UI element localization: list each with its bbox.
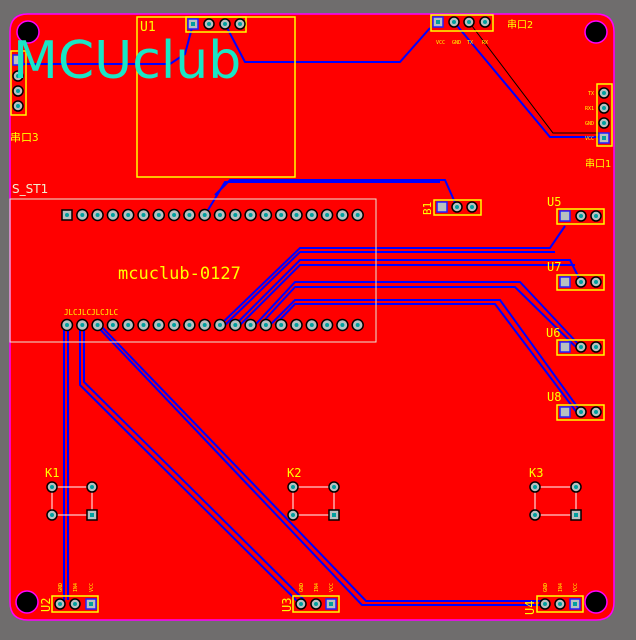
- pin-drill: [95, 213, 100, 217]
- pin-drill: [325, 213, 330, 217]
- u3-pin-label: VCC: [329, 583, 335, 592]
- uart2-pin-label: RX: [482, 40, 488, 46]
- pin-drill: [218, 213, 222, 217]
- u4-pin-label: VCC: [573, 583, 579, 592]
- key-k1[interactable]: K1: [45, 466, 98, 521]
- pin-drill: [126, 213, 131, 217]
- header-uart3[interactable]: 串口3: [10, 50, 39, 144]
- component-u8[interactable]: U8: [547, 390, 605, 421]
- u2-pin-label: VCC: [89, 583, 95, 592]
- pin-drill: [340, 323, 345, 327]
- uart1-pin-label: VCC: [585, 136, 594, 142]
- pin-drill: [355, 213, 360, 217]
- pin-drill: [141, 323, 146, 327]
- pin-drill: [233, 323, 238, 327]
- pin-rows: [60, 208, 364, 332]
- pin-drill: [279, 323, 284, 327]
- uart3-label: 串口3: [10, 131, 39, 144]
- component-u7[interactable]: U7: [547, 260, 605, 291]
- component-b1[interactable]: B1: [421, 199, 482, 216]
- pin-drill: [80, 323, 85, 327]
- pin-drill: [65, 213, 69, 217]
- pin-drill: [141, 213, 146, 217]
- pin-drill: [202, 213, 207, 217]
- mcuclub-logo: MCUclub: [13, 31, 241, 91]
- u7-label: U7: [547, 260, 561, 274]
- b1-label: B1: [421, 202, 434, 215]
- pin-drill: [263, 213, 268, 217]
- pin-drill: [263, 323, 268, 327]
- key-k3[interactable]: K3: [529, 466, 582, 521]
- u3-pin-label: GND: [299, 583, 305, 592]
- board-outline: [9, 13, 615, 621]
- pin-drill: [187, 323, 192, 327]
- pin-drill: [248, 213, 253, 217]
- uart2-pin-label: GND: [452, 40, 461, 46]
- uart1-pin-label: TX: [588, 91, 594, 97]
- u6-label: U6: [546, 326, 560, 340]
- board-id-label: mcuclub-0127: [118, 264, 241, 284]
- pin-drill: [325, 323, 330, 327]
- uart1-pin-label: GND: [585, 121, 594, 127]
- uart1-label: 串口1: [585, 158, 611, 170]
- module-s-st1[interactable]: S_ST1 mcuclub-0127 JLCJLCJLCJLC: [9, 182, 377, 343]
- component-u6[interactable]: U6: [546, 326, 605, 356]
- component-u5[interactable]: U5: [547, 195, 605, 225]
- k3-label: K3: [529, 466, 543, 480]
- header-uart2[interactable]: 串口2 VCC GND TX RX: [430, 14, 533, 46]
- pin-drill: [248, 323, 253, 327]
- uart2-pin-label: VCC: [436, 40, 445, 46]
- component-u1[interactable]: U1: [136, 16, 296, 178]
- component-u3[interactable]: U3 GND IN4 VCC: [280, 583, 340, 613]
- pin-drill: [156, 323, 161, 327]
- uart1-pin-label: RX1: [585, 106, 594, 112]
- u2-label: U2: [39, 598, 53, 612]
- pin-drill: [294, 323, 299, 327]
- key-k2[interactable]: K2: [287, 466, 340, 521]
- jlc-marks: JLCJLCJLCJLC: [64, 308, 118, 317]
- u1-label: U1: [140, 20, 156, 35]
- pin-drill: [156, 213, 161, 217]
- pin-drill: [95, 323, 100, 327]
- header-uart1[interactable]: TX RX1 GND VCC 串口1: [585, 83, 613, 170]
- pin-drill: [279, 213, 284, 217]
- s-st1-label: S_ST1: [12, 182, 48, 196]
- traces: [18, 21, 604, 606]
- u4-pin-label: GND: [543, 583, 549, 592]
- u2-pin-label: IN4: [73, 583, 79, 592]
- pin-drill: [172, 213, 177, 217]
- uart2-label: 串口2: [507, 19, 533, 31]
- pin-drill: [233, 213, 238, 217]
- uart2-pin-label: TX: [467, 40, 473, 46]
- u4-label: U4: [523, 601, 537, 615]
- mounting-holes: [15, 20, 608, 614]
- pin-drill: [126, 323, 131, 327]
- pin-drill: [110, 323, 115, 327]
- component-u4[interactable]: U4 GND IN4 VCC: [523, 583, 584, 615]
- pin-drill: [110, 213, 115, 217]
- u5-label: U5: [547, 195, 561, 209]
- pin-drill: [355, 323, 360, 327]
- u3-pin-label: IN4: [314, 583, 320, 592]
- pin-drill: [202, 323, 207, 327]
- pin-drill: [294, 213, 299, 217]
- pin-drill: [218, 323, 222, 327]
- u2-pin-label: GND: [58, 583, 64, 592]
- pin-drill: [172, 323, 177, 327]
- component-u2[interactable]: U2 GND IN4 VCC: [39, 583, 99, 613]
- u8-label: U8: [547, 390, 561, 404]
- pin-drill: [309, 213, 314, 217]
- pin-drill: [65, 323, 69, 327]
- pin-drill: [80, 213, 85, 217]
- k2-label: K2: [287, 466, 301, 480]
- k1-label: K1: [45, 466, 59, 480]
- pin-drill: [187, 213, 192, 217]
- u3-label: U3: [280, 598, 294, 612]
- u4-pin-label: IN4: [558, 583, 564, 592]
- pin-drill: [309, 323, 314, 327]
- pin-drill: [340, 213, 345, 217]
